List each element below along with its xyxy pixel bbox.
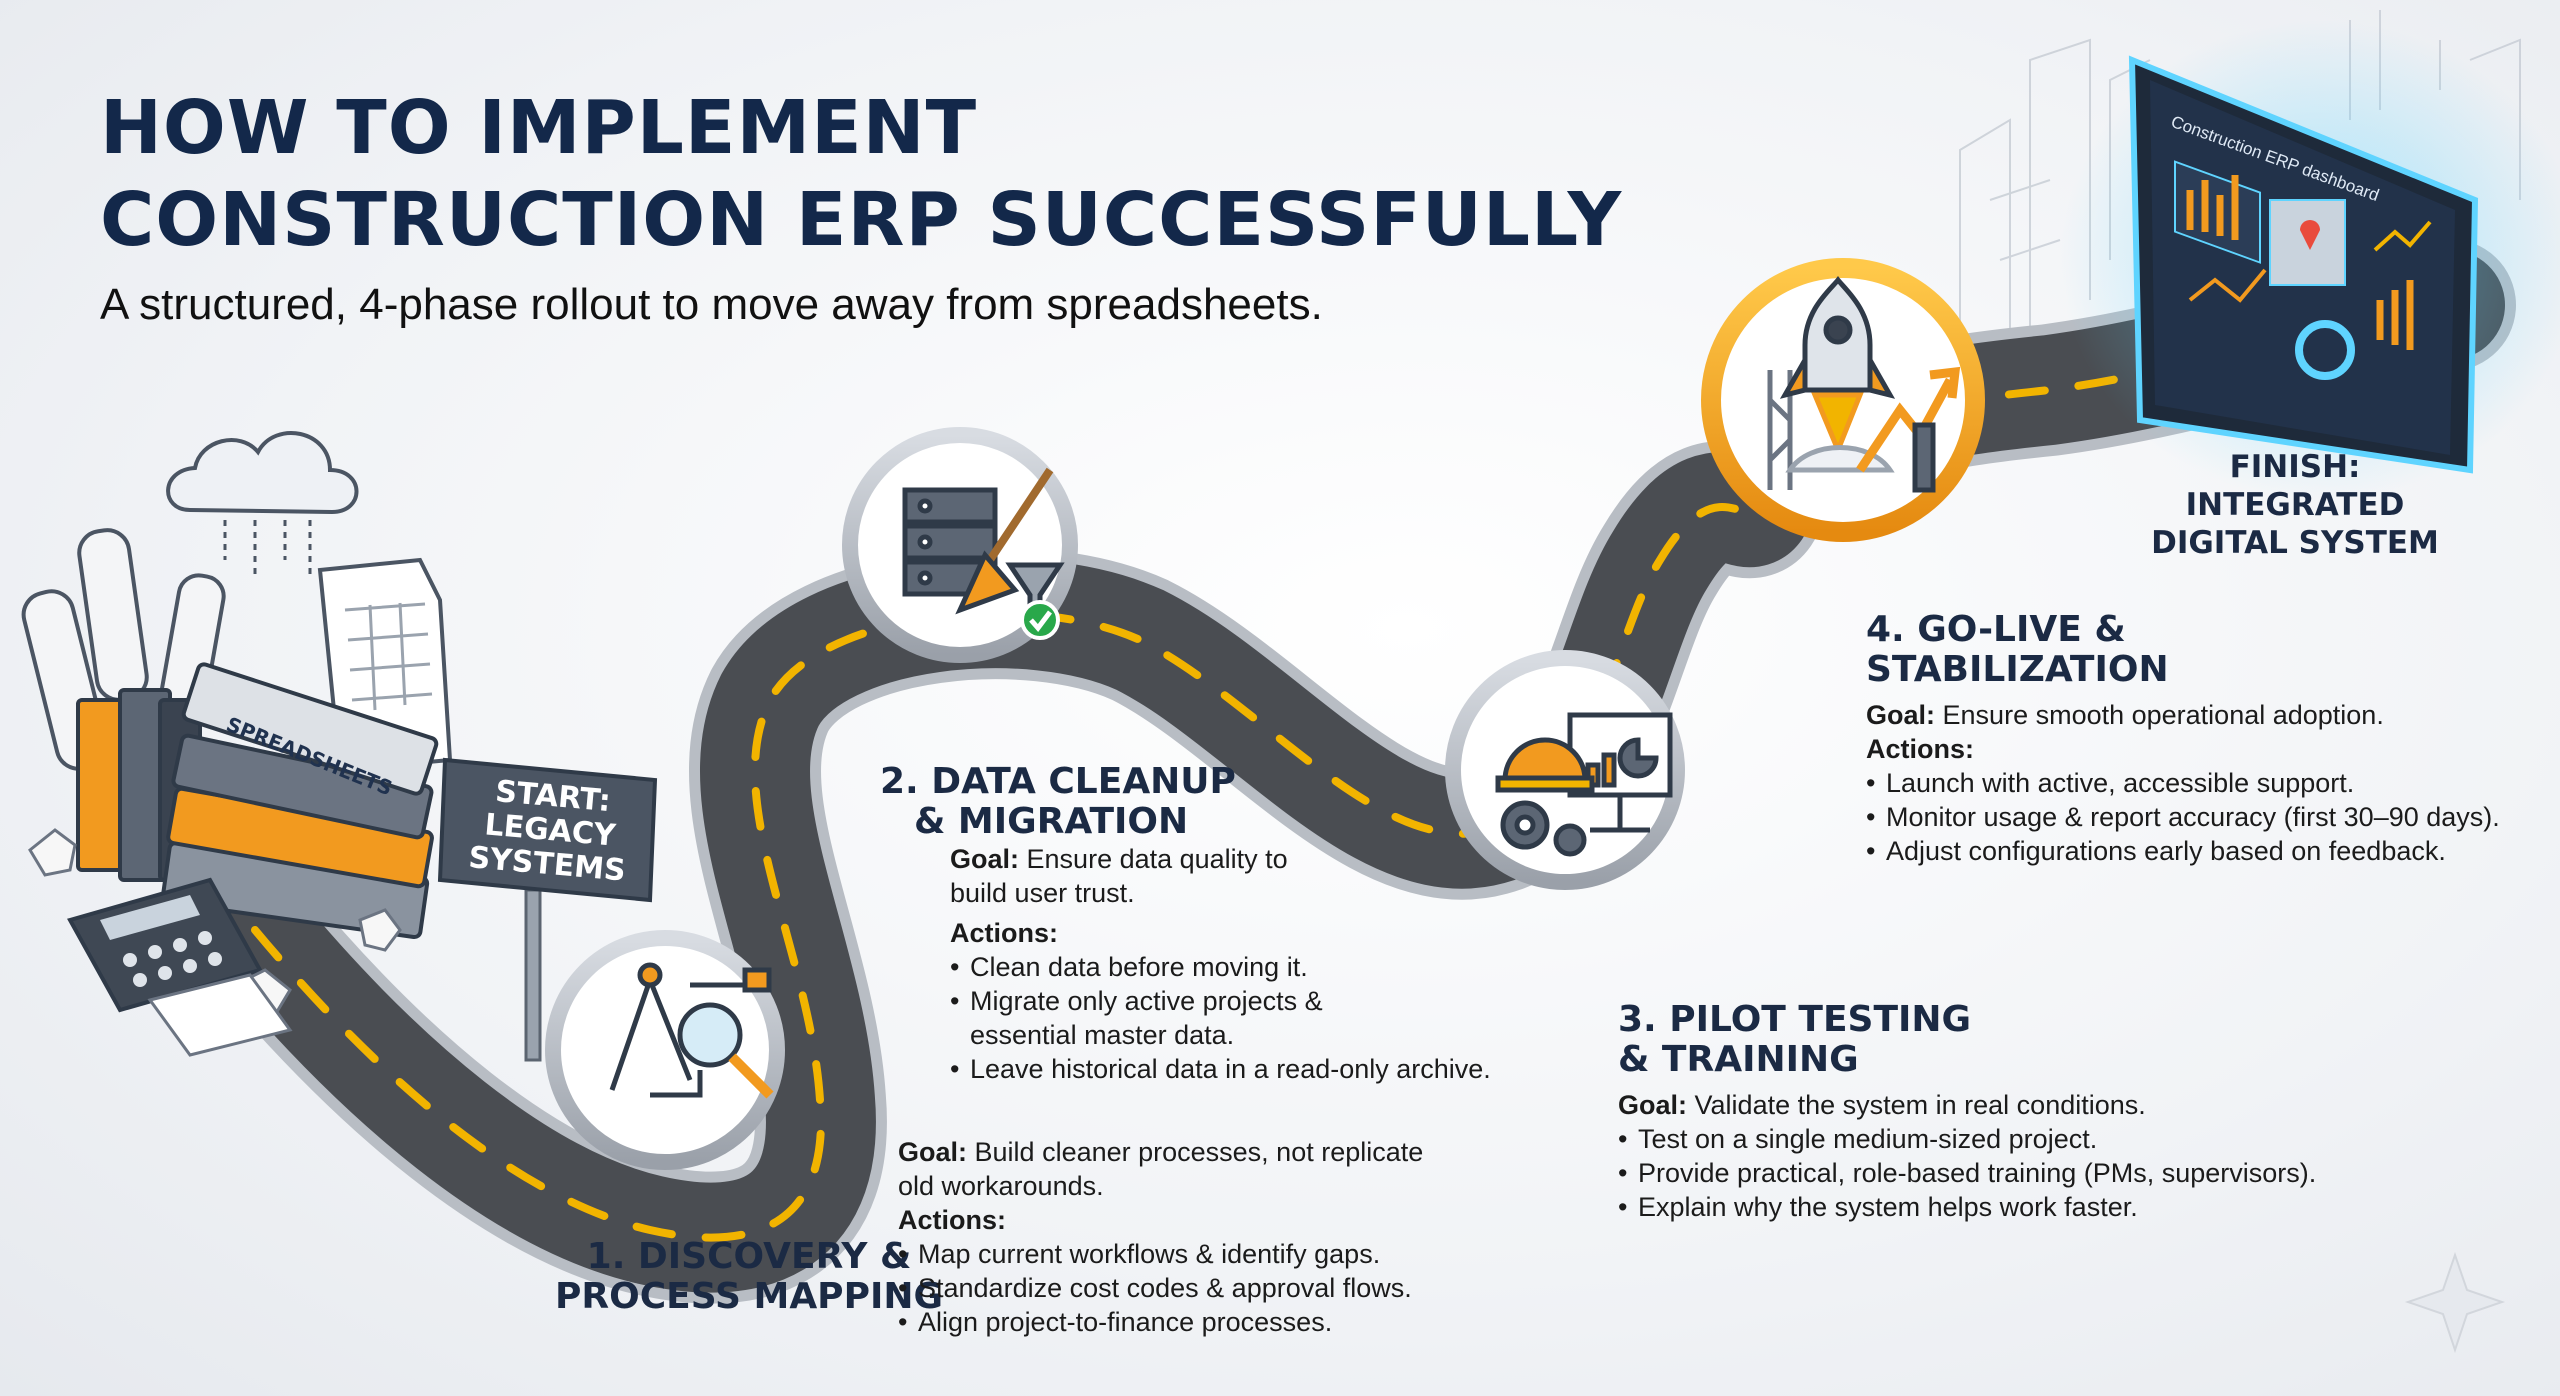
phase-1-goal: Goal: Build cleaner processes, not repli… <box>898 1135 1458 1203</box>
actions-label: Actions: <box>1866 734 1974 764</box>
phase-3-title: 3. PILOT TESTING & TRAINING <box>1618 1000 1971 1080</box>
phase-1-actions-label: Actions: <box>898 1203 1458 1237</box>
phase-4-title: 4. GO-LIVE & STABILIZATION <box>1866 610 2169 690</box>
phase-1-circle <box>545 930 785 1170</box>
phase-4-actions: Launch with active, accessible support. … <box>1866 766 2546 868</box>
title-line-2: CONSTRUCTION ERP SUCCESSFULLY <box>100 177 1623 263</box>
finish-line-1: FINISH: <box>2229 449 2361 485</box>
rocket-growth-icon <box>1767 276 1961 493</box>
phase-1-title-line-1: 1. DISCOVERY & <box>586 1236 912 1277</box>
goal-text: Validate the system in real conditions. <box>1694 1090 2146 1120</box>
phase-2-goal: Goal: Ensure data quality to build user … <box>950 842 1290 910</box>
phase-2-actions-label: Actions: <box>950 916 1540 950</box>
phase-1-details: Goal: Build cleaner processes, not repli… <box>898 1135 1458 1339</box>
phase-3-details: Goal: Validate the system in real condit… <box>1618 1088 2418 1224</box>
goal-label: Goal: <box>950 844 1020 874</box>
legacy-pile <box>21 431 453 1057</box>
phase-1-title-line-2: PROCESS MAPPING <box>555 1276 944 1317</box>
sparkle-icon <box>2404 1251 2506 1354</box>
page-subtitle: A structured, 4-phase rollout to move aw… <box>100 280 1323 329</box>
list-item: Migrate only active projects & essential… <box>950 984 1370 1052</box>
phase-4-goal: Goal: Ensure smooth operational adoption… <box>1866 698 2546 732</box>
start-sign-label: START: LEGACY SYSTEMS <box>446 771 654 890</box>
list-item: Provide practical, role-based training (… <box>1618 1156 2418 1190</box>
phase-4-actions-label: Actions: <box>1866 732 2546 766</box>
binder-stack <box>76 662 439 940</box>
phase-4-details: Goal: Ensure smooth operational adoption… <box>1866 698 2546 868</box>
goal-text: Build cleaner processes, not replicate o… <box>898 1137 1424 1201</box>
finish-label: FINISH: INTEGRATED DIGITAL SYSTEM <box>2130 448 2460 562</box>
dashboard-tablet <box>2060 20 2560 500</box>
actions-label: Actions: <box>950 918 1058 948</box>
list-item: Clean data before moving it. <box>950 950 1540 984</box>
calculator-icon <box>67 877 263 1013</box>
goal-text: Ensure data quality to build user trust. <box>950 844 1288 908</box>
cloud-icon <box>166 431 359 580</box>
list-item: Test on a single medium-sized project. <box>1618 1122 2418 1156</box>
compass-magnifier-icon <box>609 962 774 1099</box>
goal-label: Goal: <box>1866 700 1936 730</box>
dashboard-widgets <box>2174 160 2432 380</box>
list-item: Explain why the system helps work faster… <box>1618 1190 2418 1224</box>
phase-4-circle <box>1701 258 1985 542</box>
phase-1-title: 1. DISCOVERY & PROCESS MAPPING <box>555 1237 943 1317</box>
phase-4-title-line-2: STABILIZATION <box>1866 649 2169 690</box>
goal-text: Ensure smooth operational adoption. <box>1942 700 2384 730</box>
server-broom-funnel-icon <box>902 467 1065 640</box>
phase-2-title-line-2: & MIGRATION <box>914 801 1189 842</box>
list-item: Monitor usage & report accuracy (first 3… <box>1866 800 2546 834</box>
list-item: Launch with active, accessible support. <box>1866 766 2546 800</box>
phase-4-title-line-1: 4. GO-LIVE & <box>1866 609 2126 650</box>
list-item: Standardize cost codes & approval flows. <box>898 1271 1458 1305</box>
goal-label: Goal: <box>898 1137 968 1167</box>
phase-2-circle <box>842 427 1078 663</box>
phase-3-circle <box>1445 650 1685 890</box>
list-item: Leave historical data in a read-only arc… <box>950 1052 1540 1086</box>
phase-3-title-line-2: & TRAINING <box>1618 1039 1859 1080</box>
list-item: Map current workflows & identify gaps. <box>898 1237 1458 1271</box>
phase-1-actions: Map current workflows & identify gaps. S… <box>898 1237 1458 1339</box>
list-item: Adjust configurations early based on fee… <box>1866 834 2546 868</box>
hardhat-presentation-icon <box>1495 712 1673 857</box>
phase-3-actions: Test on a single medium-sized project. P… <box>1618 1122 2418 1224</box>
phase-2-actions: Clean data before moving it. Migrate onl… <box>950 950 1540 1086</box>
phase-3-goal: Goal: Validate the system in real condit… <box>1618 1088 2418 1122</box>
list-item: Align project-to-finance processes. <box>898 1305 1458 1339</box>
finish-line-2: INTEGRATED <box>2185 487 2405 523</box>
goal-label: Goal: <box>1618 1090 1688 1120</box>
phase-3-title-line-1: 3. PILOT TESTING <box>1618 999 1972 1040</box>
finish-line-3: DIGITAL SYSTEM <box>2151 525 2439 561</box>
title-line-1: HOW TO IMPLEMENT <box>100 85 978 171</box>
page-title: HOW TO IMPLEMENT CONSTRUCTION ERP SUCCES… <box>100 82 1622 266</box>
phase-2-title: 2. DATA CLEANUP & MIGRATION <box>880 762 1236 842</box>
loose-document <box>147 973 293 1057</box>
start-sign <box>437 757 658 1062</box>
actions-label: Actions: <box>898 1205 1006 1235</box>
phase-2-details: Goal: Ensure data quality to build user … <box>950 842 1540 1086</box>
phase-2-title-line-1: 2. DATA CLEANUP <box>880 761 1236 802</box>
